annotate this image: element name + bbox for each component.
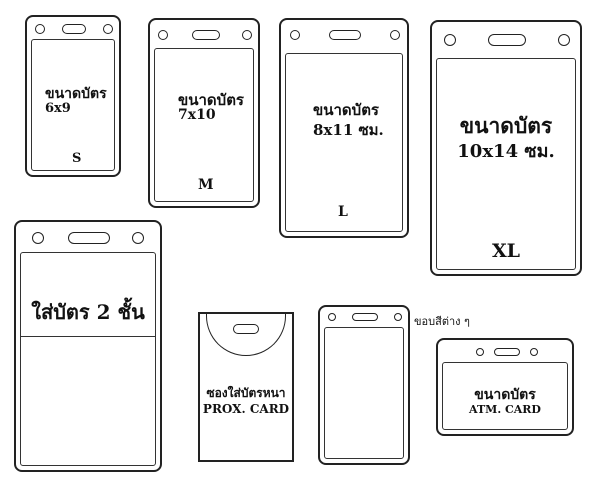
lanyard-slot	[488, 34, 526, 46]
atm-label-line1: ขนาดบัตร	[474, 387, 536, 403]
badge-holder-l: ขนาดบัตร 8x11 ซม. L	[279, 18, 409, 238]
lanyard-slot	[352, 313, 378, 321]
punch-hole-right	[394, 313, 402, 321]
badge-holder-xl: ขนาดบัตร 10x14 ซม. XL	[430, 20, 582, 276]
badge-holder-double: ใส่บัตร 2 ชั้น	[14, 220, 162, 472]
sleeve-label-line1: ซองใส่บัตรหนา	[206, 386, 286, 400]
size-code: XL	[491, 240, 521, 262]
lanyard-slot	[192, 30, 220, 40]
card-window	[324, 327, 404, 459]
lanyard-slot	[329, 30, 361, 40]
punch-hole-left	[290, 30, 300, 40]
layer-divider	[20, 336, 156, 337]
punch-hole-left	[328, 313, 336, 321]
punch-hole-left	[444, 34, 456, 46]
punch-hole-right	[558, 34, 570, 46]
sleeve-flap	[206, 314, 286, 356]
punch-hole-right	[530, 348, 538, 356]
punch-hole-right	[390, 30, 400, 40]
badge-holder-color-edge	[318, 305, 410, 465]
badge-holder-atm: ขนาดบัตร ATM. CARD	[436, 338, 574, 436]
lanyard-slot	[62, 24, 86, 34]
prox-card-sleeve: ซองใส่บัตรหนา PROX. CARD	[198, 312, 294, 462]
punch-hole-left	[476, 348, 484, 356]
card-window	[285, 53, 403, 232]
card-window	[442, 362, 568, 430]
sleeve-label-line2: PROX. CARD	[202, 402, 290, 416]
size-code: L	[338, 204, 348, 220]
card-window	[154, 48, 254, 202]
badge-holder-m: ขนาดบัตร 7x10 M	[148, 18, 260, 208]
size-label-line1: ขนาดบัตร	[45, 86, 107, 102]
card-window	[31, 39, 115, 171]
size-label-line2: 7x10	[178, 107, 216, 123]
size-label-line2: 6x9	[45, 101, 71, 116]
punch-hole-right	[132, 232, 144, 244]
badge-holder-s: ขนาดบัตร 6x9 S	[25, 15, 121, 177]
punch-hole-right	[103, 24, 113, 34]
size-code: S	[72, 151, 82, 166]
punch-hole-left	[35, 24, 45, 34]
punch-hole-left	[32, 232, 44, 244]
punch-hole-right	[242, 30, 252, 40]
size-label-line2: 10x14 ซม.	[457, 141, 555, 162]
size-label-line1: ขนาดบัตร	[313, 101, 379, 119]
size-label-line1: ขนาดบัตร	[459, 113, 553, 138]
atm-label-line2: ATM. CARD	[469, 403, 541, 416]
lanyard-slot	[68, 232, 110, 244]
card-window	[436, 58, 576, 270]
size-label-line1: ขนาดบัตร	[178, 91, 244, 109]
sleeve-slot	[233, 324, 259, 334]
size-label-line2: 8x11 ซม.	[313, 121, 384, 139]
lanyard-slot	[494, 348, 520, 356]
double-layer-label: ใส่บัตร 2 ชั้น	[31, 300, 145, 324]
color-edge-label: ขอบสีต่าง ๆ	[414, 315, 470, 328]
card-window	[20, 252, 156, 466]
size-code: M	[198, 177, 214, 193]
punch-hole-left	[158, 30, 168, 40]
